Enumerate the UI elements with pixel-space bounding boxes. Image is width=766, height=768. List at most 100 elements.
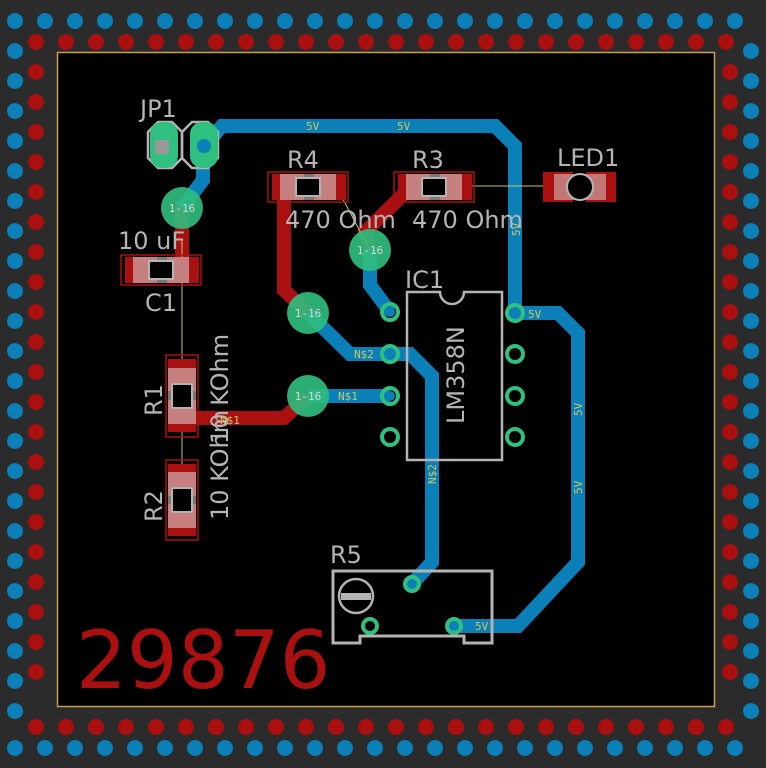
svg-text:5V: 5V — [510, 222, 523, 236]
stitch-via — [7, 643, 23, 659]
stitch-via — [28, 334, 44, 350]
stitch-via — [118, 34, 134, 50]
stitch-via — [722, 394, 738, 410]
stitch-via — [727, 13, 743, 29]
component-ic1[interactable]: IC1 LM358N — [380, 266, 525, 462]
stitch-via — [178, 34, 194, 50]
stitch-via — [28, 719, 44, 735]
stitch-via — [88, 719, 104, 735]
stitch-via — [247, 13, 263, 29]
component-r2[interactable]: R2 10 KOhm — [140, 410, 234, 541]
stitch-via — [187, 13, 203, 29]
stitch-via — [722, 514, 738, 530]
stitch-via — [577, 13, 593, 29]
stitch-via — [598, 719, 614, 735]
stitch-via — [67, 740, 83, 756]
component-r3[interactable]: R3 470 Ohm — [393, 146, 523, 234]
stitch-via — [28, 34, 44, 50]
stitch-via — [307, 13, 323, 29]
stitch-via — [743, 193, 759, 209]
component-jp1[interactable]: JP1 — [138, 95, 220, 170]
c1-value-label: 10 uF — [118, 227, 185, 255]
stitch-via — [457, 13, 473, 29]
stitch-via — [148, 34, 164, 50]
stitch-via — [367, 13, 383, 29]
r1-ref-label: R1 — [140, 384, 168, 416]
stitch-via — [628, 34, 644, 50]
stitch-via — [508, 719, 524, 735]
svg-text:5V: 5V — [572, 402, 585, 416]
r2-value-label: 10 KOhm — [206, 410, 234, 520]
stitch-via — [7, 403, 23, 419]
component-c1[interactable]: 10 uF C1 — [118, 227, 202, 317]
svg-text:1-16: 1-16 — [357, 244, 384, 257]
svg-text:N$1: N$1 — [338, 390, 358, 403]
r2-ref-label: R2 — [140, 490, 168, 522]
stitch-via — [7, 253, 23, 269]
component-led1[interactable]: LED1 — [543, 144, 619, 202]
component-r5[interactable]: R5 — [330, 541, 494, 645]
edge-stitching-vias — [7, 13, 759, 756]
svg-text:5V: 5V — [306, 120, 320, 133]
component-r4[interactable]: R4 470 Ohm — [267, 146, 396, 234]
stitch-via — [28, 124, 44, 140]
stitch-via — [743, 403, 759, 419]
stitch-via — [217, 13, 233, 29]
stitch-via — [743, 343, 759, 359]
stitch-via — [7, 73, 23, 89]
stitch-via — [277, 13, 293, 29]
stitch-via — [397, 13, 413, 29]
svg-text:N$2: N$2 — [354, 348, 374, 361]
stitch-via — [722, 214, 738, 230]
stitch-via — [7, 673, 23, 689]
via-5v[interactable]: 1-16 — [161, 187, 203, 229]
stitch-via — [118, 719, 134, 735]
via-n2[interactable]: 1-16 — [287, 292, 329, 334]
r4-value-label: 470 Ohm — [285, 206, 396, 234]
stitch-via — [743, 163, 759, 179]
stitch-via — [28, 154, 44, 170]
stitch-via — [727, 740, 743, 756]
stitch-via — [7, 493, 23, 509]
stitch-via — [7, 553, 23, 569]
stitch-via — [157, 740, 173, 756]
via-n4[interactable]: 1-16 — [349, 229, 391, 271]
svg-text:5V: 5V — [397, 120, 411, 133]
stitch-via — [628, 719, 644, 735]
stitch-via — [478, 34, 494, 50]
stitch-via — [547, 740, 563, 756]
via-n1[interactable]: 1-16 — [287, 375, 329, 417]
stitch-via — [7, 313, 23, 329]
stitch-via — [298, 719, 314, 735]
stitch-via — [397, 740, 413, 756]
stitch-via — [722, 304, 738, 320]
stitch-via — [743, 373, 759, 389]
stitch-via — [187, 740, 203, 756]
stitch-via — [722, 574, 738, 590]
stitch-via — [667, 13, 683, 29]
stitch-via — [722, 334, 738, 350]
component-r1[interactable]: R1 10 KOhm — [140, 334, 234, 444]
stitch-via — [722, 634, 738, 650]
stitch-via — [722, 424, 738, 440]
stitch-via — [388, 34, 404, 50]
stitch-via — [358, 34, 374, 50]
stitch-via — [722, 484, 738, 500]
stitch-via — [307, 740, 323, 756]
vias: 1-16 1-16 1-16 1-16 — [161, 187, 391, 417]
stitch-via — [28, 64, 44, 80]
stitch-via — [743, 43, 759, 59]
led1-ref-label: LED1 — [557, 144, 619, 172]
stitch-via — [743, 703, 759, 719]
stitch-via — [28, 574, 44, 590]
stitch-via — [88, 34, 104, 50]
stitch-via — [743, 433, 759, 449]
stitch-via — [667, 740, 683, 756]
stitch-via — [487, 740, 503, 756]
stitch-via — [743, 523, 759, 539]
r3-ref-label: R3 — [412, 146, 444, 174]
stitch-via — [457, 740, 473, 756]
stitch-via — [238, 34, 254, 50]
stitch-via — [7, 223, 23, 239]
